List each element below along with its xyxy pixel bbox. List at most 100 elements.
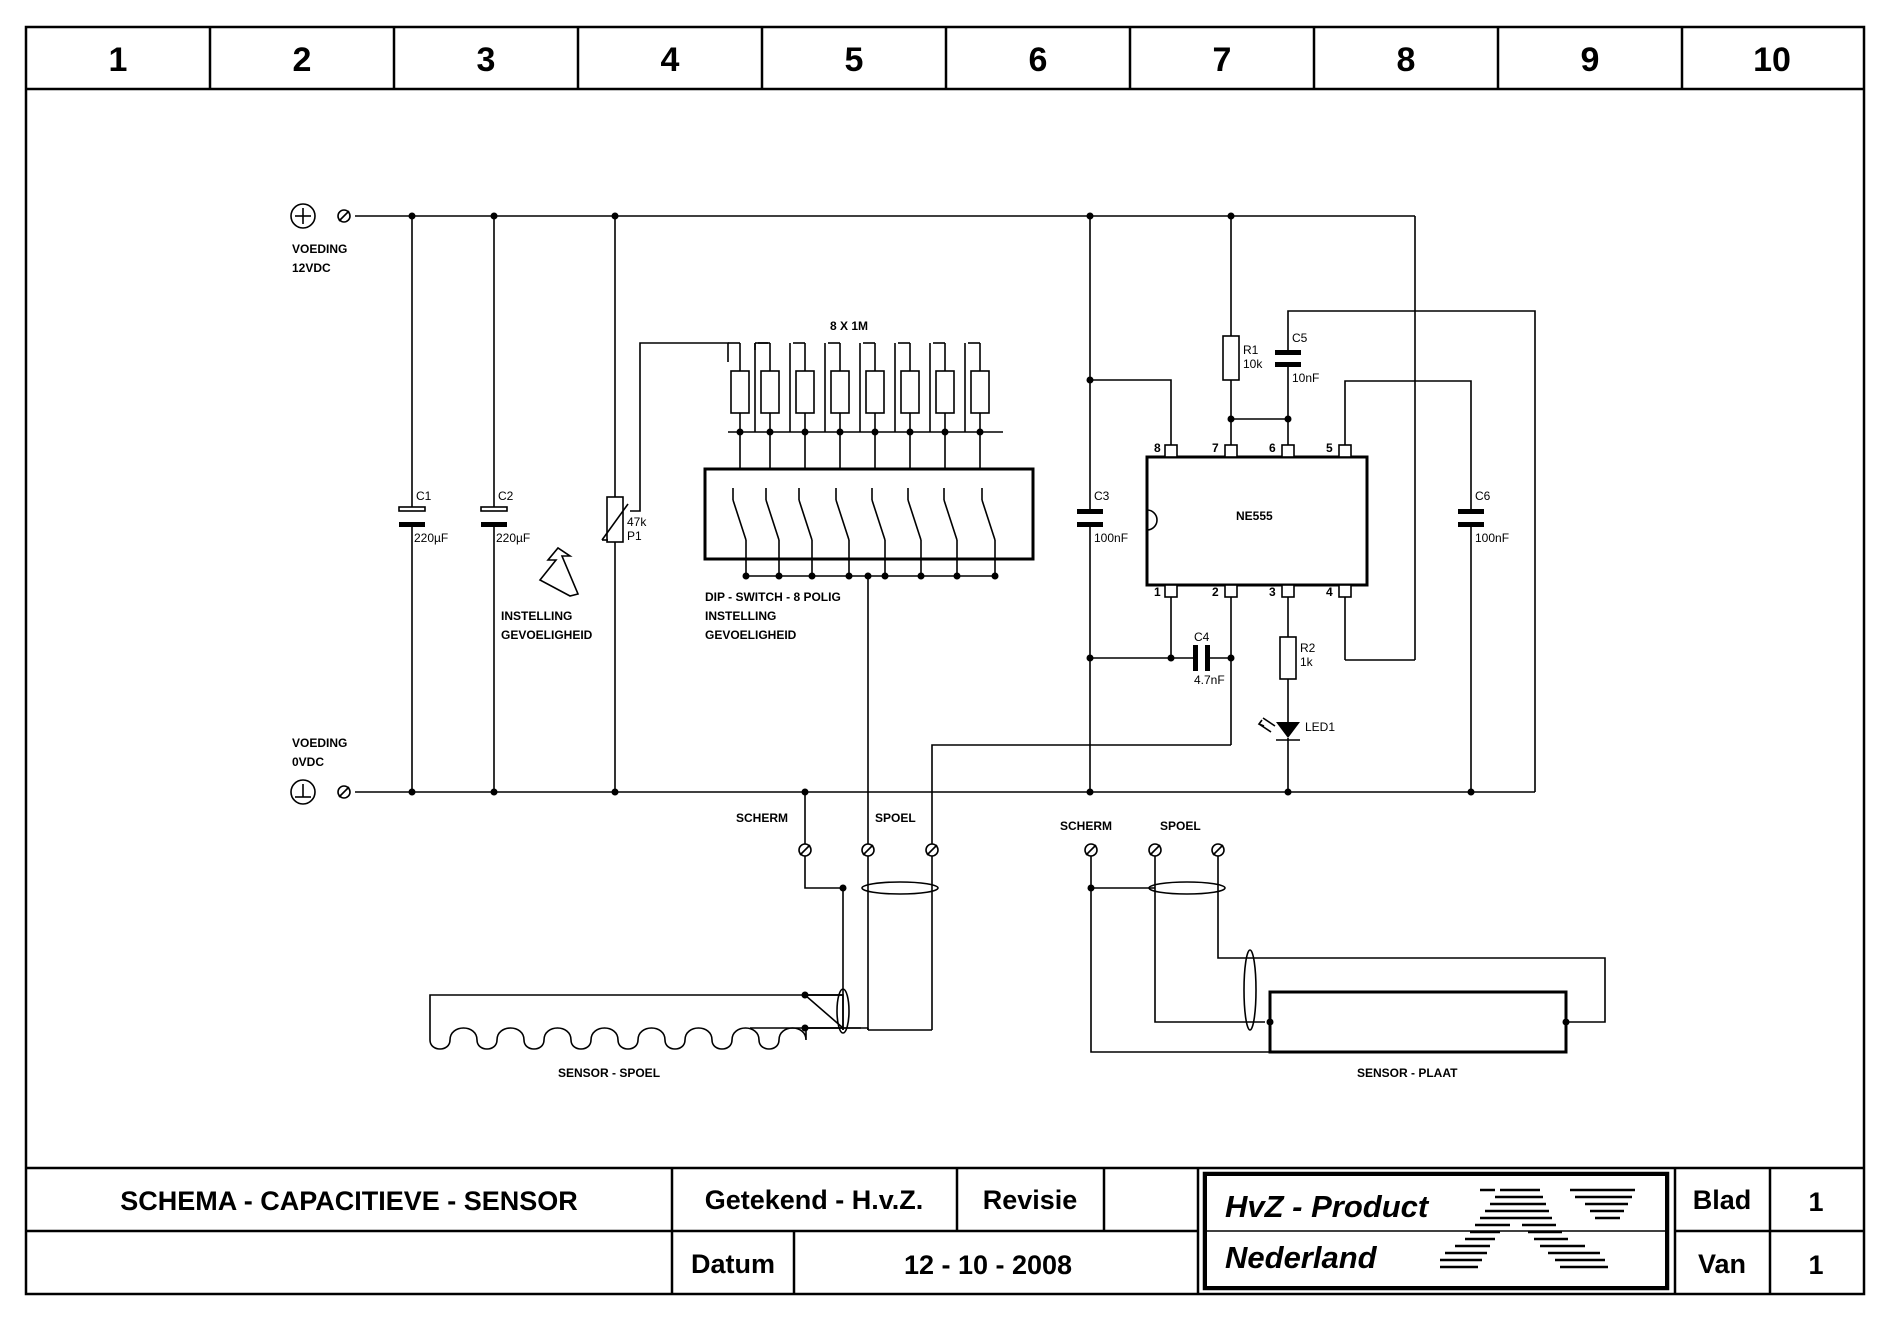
connector-right-spoel-label: SPOEL	[1160, 819, 1201, 833]
ic-pin-8: 8	[1154, 441, 1161, 455]
r2-name: R2	[1300, 641, 1316, 655]
resistor	[795, 343, 815, 432]
switch-contact	[871, 488, 886, 576]
ic-pin-7: 7	[1212, 441, 1219, 455]
revision-label: Revisie	[983, 1185, 1078, 1215]
c6-name: C6	[1475, 489, 1491, 503]
terminal-screw-icon	[1211, 843, 1225, 857]
ic-name: NE555	[1236, 509, 1273, 523]
company-logo-box	[1202, 1171, 1670, 1291]
connector-left-scherm-label: SCHERM	[736, 811, 788, 825]
terminal-screw-icon	[925, 843, 939, 857]
switch-contact	[835, 488, 850, 576]
switch-contact	[765, 488, 780, 576]
c1-name: C1	[416, 489, 432, 503]
supply-plus-label: VOEDING	[292, 242, 347, 256]
grid-col-8: 8	[1397, 41, 1416, 79]
of-label: Van	[1698, 1249, 1746, 1279]
sensor-coil: SENSOR - SPOEL	[429, 988, 932, 1080]
date-label: Datum	[691, 1249, 775, 1279]
grid-col-2: 2	[293, 41, 312, 79]
drawing-frame	[24, 25, 1866, 1296]
dip-switch-label-line2: INSTELLING	[705, 609, 776, 623]
adjust-note-line2: GEVOELIGHEID	[501, 628, 593, 642]
title-block: SCHEMA - CAPACITIEVE - SENSOR Getekend -…	[26, 1166, 1864, 1294]
ic-pin-5: 5	[1326, 441, 1333, 455]
adjust-note-line1: INSTELLING	[501, 609, 572, 623]
c6-value: 100nF	[1475, 531, 1509, 545]
switch-contact	[943, 488, 958, 576]
ic-ne555: NE555 8 7 6 5 1 2 3 4	[1145, 441, 1369, 599]
c2-name: C2	[498, 489, 514, 503]
connector-right: SCHERM SPOEL	[1060, 819, 1606, 1053]
c3-name: C3	[1094, 489, 1110, 503]
drawing-title: SCHEMA - CAPACITIEVE - SENSOR	[120, 1186, 578, 1216]
grid-col-7: 7	[1213, 41, 1232, 79]
resistor	[760, 343, 780, 432]
dip-switch-label-line3: GEVOELIGHEID	[705, 628, 797, 642]
supply-ground-voltage: 0VDC	[292, 755, 324, 769]
dip-switch: DIP - SWITCH - 8 POLIG INSTELLING GEVOEL…	[703, 432, 1035, 850]
c4-value: 4.7nF	[1194, 673, 1225, 687]
resistor-array: 8 X 1M	[728, 319, 1003, 436]
c4-name: C4	[1194, 630, 1210, 644]
resistor	[900, 343, 920, 432]
ic-pin-4: 4	[1326, 585, 1333, 599]
connector-left: SCHERM SPOEL	[736, 788, 939, 1030]
c5-name: C5	[1292, 331, 1308, 345]
capacitor-c4: C4 4.7nF	[931, 597, 1235, 850]
resistor-r1: R1 10k	[1222, 212, 1288, 445]
connector-left-spoel-label: SPOEL	[875, 811, 916, 825]
p1-value: 47k	[627, 515, 647, 529]
capacitor-c3: C3 100nF	[1077, 212, 1172, 796]
resistor	[935, 343, 955, 432]
company-line1: HvZ - Product	[1225, 1189, 1430, 1224]
grid-col-5: 5	[845, 41, 864, 79]
supply-rails	[355, 215, 1535, 793]
sensor-plate: SENSOR - PLAAT	[1266, 990, 1570, 1080]
supply-ground-label: VOEDING	[292, 736, 347, 750]
connector-right-scherm-label: SCHERM	[1060, 819, 1112, 833]
c1-value: 220µF	[414, 531, 448, 545]
switch-contact	[907, 488, 922, 576]
ic-pin-2: 2	[1212, 585, 1219, 599]
r1-value: 10k	[1243, 357, 1263, 371]
ic-pin-1: 1	[1154, 585, 1161, 599]
capacitor-c1: C1 220µF	[398, 212, 448, 796]
supply-plus-voltage: 12VDC	[292, 261, 331, 275]
ic-pin-3: 3	[1269, 585, 1276, 599]
resistor	[970, 343, 990, 432]
ic-pin-6: 6	[1269, 441, 1276, 455]
of-number: 1	[1808, 1250, 1823, 1280]
drawn-by: Getekend - H.v.Z.	[705, 1185, 924, 1215]
c5-value: 10nF	[1292, 371, 1319, 385]
ground-terminal: VOEDING 0VDC	[290, 736, 351, 805]
terminal-screw-icon	[337, 209, 351, 223]
sheet-label: Blad	[1693, 1185, 1752, 1215]
capacitor-c6: C6 100nF	[1344, 380, 1509, 796]
terminal-screw-icon	[1084, 843, 1098, 857]
c3-value: 100nF	[1094, 531, 1128, 545]
resistor	[865, 343, 885, 432]
light-emission-icon	[1257, 717, 1276, 733]
resistor-r2: R2 1k	[1279, 597, 1316, 722]
sensor-plate-label: SENSOR - PLAAT	[1357, 1066, 1458, 1080]
plus-terminal: VOEDING 12VDC	[290, 203, 351, 275]
resistor-array-label: 8 X 1M	[830, 319, 868, 333]
r2-value: 1k	[1300, 655, 1314, 669]
grid-col-1: 1	[109, 41, 128, 79]
grid-col-4: 4	[661, 41, 680, 79]
grid-col-10: 10	[1753, 41, 1791, 79]
company-line2: Nederland	[1225, 1240, 1378, 1275]
p1-name: P1	[627, 529, 642, 543]
led1-name: LED1	[1305, 720, 1335, 734]
capacitor-c2: C2 220µF	[480, 212, 530, 796]
switch-contact	[798, 488, 813, 576]
c2-value: 220µF	[496, 531, 530, 545]
adjust-arrow-icon	[538, 546, 580, 597]
resistor	[730, 343, 750, 432]
sensor-coil-label: SENSOR - SPOEL	[558, 1066, 660, 1080]
date-value: 12 - 10 - 2008	[904, 1250, 1072, 1280]
capacitor-c5: C5 10nF	[1275, 310, 1536, 792]
